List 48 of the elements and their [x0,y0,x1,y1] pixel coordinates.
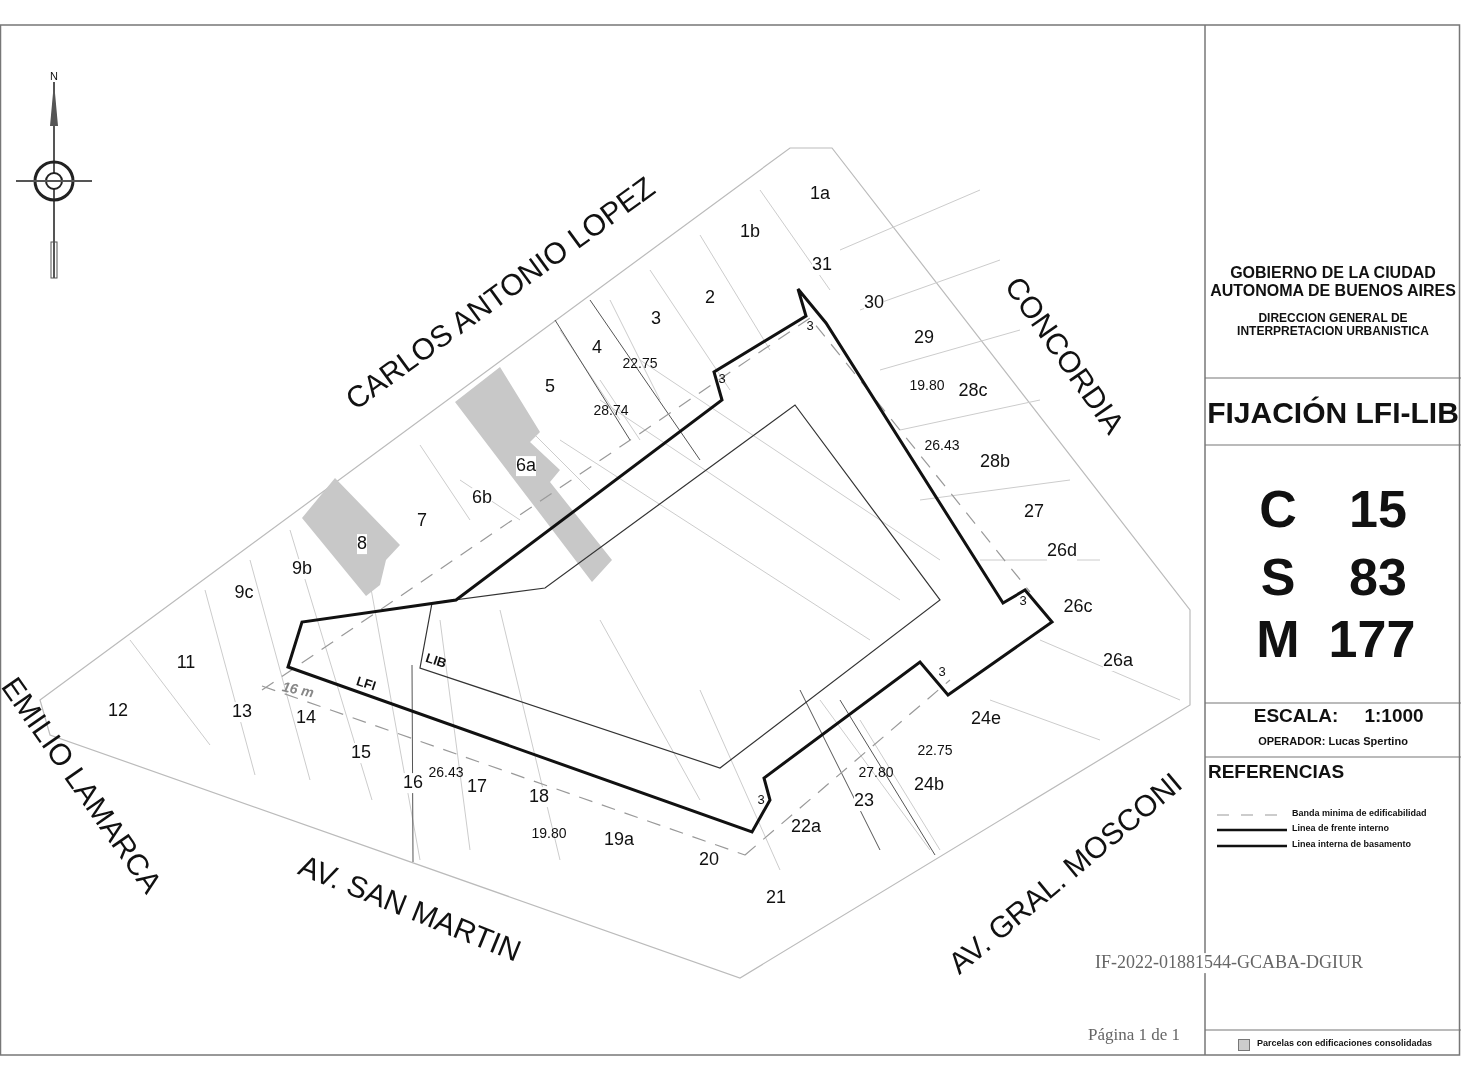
document-number: IF-2022-01881544-GCABA-DGIUR [1095,953,1363,973]
setback-label: 3 [757,792,765,808]
dimension-label: 16 m [280,679,316,701]
parcel-number: 16 [403,773,423,793]
cadastral-code: 15 [1349,481,1407,539]
dimension-label: 26.43 [924,438,960,454]
setback-label: 3 [938,664,946,680]
parcel-number: 15 [351,743,371,763]
setback-label: 3 [1019,593,1027,609]
references-heading: REFERENCIAS [1207,761,1345,783]
parcel-number: 26a [1103,651,1133,671]
legend-text: Linea interna de basamento [1292,840,1412,850]
authority-name: GOBIERNO DE LA CIUDAD AUTONOMA DE BUENOS AIRES [1209,264,1457,300]
compass-letter: N [50,69,58,83]
department-name: DIRECCION GENERAL DE INTERPRETACION URBANISTICA [1236,311,1430,339]
dimension-label: 26.43 [428,765,464,781]
setback-label: 3 [806,318,814,334]
dimension-label: 19.80 [531,826,567,842]
page-number: Página 1 de 1 [1087,1025,1181,1045]
parcel-number: 31 [812,255,832,275]
parcel-number: 23 [854,791,874,811]
dimension-label: 22.75 [622,356,658,372]
dimension-label: 19.80 [909,378,945,394]
legend-text: Banda minima de edificabilidad [1292,809,1427,819]
operator-label: OPERADOR: Lucas Spertino [1258,734,1408,748]
parcel-number: 9b [292,559,312,579]
legend-text: Linea de frente interno [1292,824,1389,834]
line-label: LFI [354,674,378,694]
dimension-label: 28.74 [593,403,629,419]
dimension-label: 27.80 [858,765,894,781]
cadastral-code: C [1259,481,1297,539]
scale-label: 1:1000 [1364,705,1424,727]
parcel-number: 14 [296,708,316,728]
cadastral-code: 83 [1349,549,1407,607]
drawing-title: FIJACIÓN LFI-LIB [1207,395,1459,429]
cadastral-code: M [1256,611,1300,669]
parcel-number: 13 [232,702,252,722]
dimension-label: 22.75 [917,743,953,759]
parcel-number: 8 [357,534,367,554]
parcel-number: 18 [529,787,549,807]
parcel-number: 6a [516,456,536,476]
line-label: LIB [423,650,449,672]
scale-label: ESCALA: [1253,705,1339,727]
cadastral-code: 177 [1328,611,1416,669]
parcel-number: 26d [1047,541,1077,561]
setback-label: 3 [718,371,726,387]
legend-text: Parcelas con edificaciones consolidadas [1257,1039,1433,1049]
cadastral-code: S [1260,549,1296,607]
